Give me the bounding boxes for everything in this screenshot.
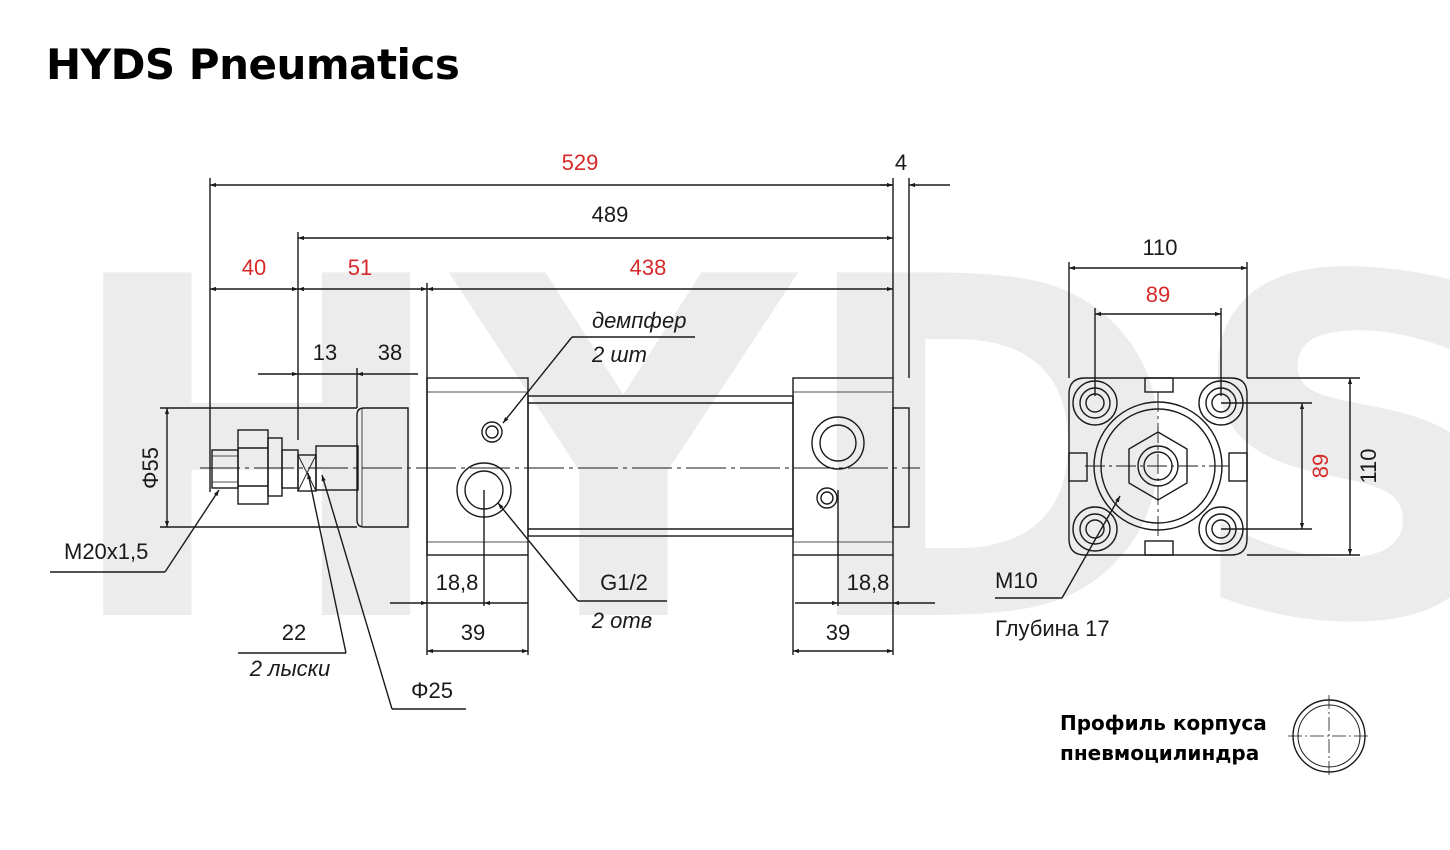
dim-port-offset-right: 18,8 xyxy=(847,570,890,595)
dim-cap-width-right: 39 xyxy=(826,620,850,645)
dim-rod-to-body: 51 xyxy=(348,255,372,280)
callout-bolt-thread: M10 xyxy=(995,568,1038,593)
callout-port-thread: G1/2 xyxy=(600,570,648,595)
dim-outer-diameter: Φ55 xyxy=(138,447,163,489)
legend-line-2: пневмоцилиндра xyxy=(1060,741,1259,765)
dim-cap-width-left: 39 xyxy=(461,620,485,645)
callout-bolt-depth: Глубина 17 xyxy=(995,616,1110,641)
callout-thread: M20x1,5 xyxy=(64,539,148,564)
callout-flats-size: 22 xyxy=(282,620,306,645)
callout-port-qty: 2 отв xyxy=(591,608,652,633)
callout-labels: демпфер 2 шт M20x1,5 22 2 лыски Φ25 G1/2… xyxy=(64,308,1110,703)
dim-body-length: 438 xyxy=(630,255,667,280)
dim-port-offset-left: 18,8 xyxy=(436,570,479,595)
end-view-profile xyxy=(995,262,1360,599)
callout-rod-diameter: Φ25 xyxy=(411,678,453,703)
dimension-labels: 529 4 489 40 51 438 13 38 Φ55 18,8 39 18… xyxy=(138,150,1381,645)
dim-rod-thread-length: 40 xyxy=(242,255,266,280)
dim-profile-height: 110 xyxy=(1356,448,1381,483)
side-view xyxy=(50,178,950,710)
callout-damper-label: демпфер xyxy=(592,308,686,333)
dim-wrench-flat: 13 xyxy=(313,340,337,365)
dim-overall-length: 529 xyxy=(562,150,599,175)
dim-profile-bolt-spacing-h: 89 xyxy=(1146,282,1170,307)
dim-flange-gap: 4 xyxy=(895,150,907,175)
dim-profile-width: 110 xyxy=(1142,235,1177,260)
dim-profile-bolt-spacing-v: 89 xyxy=(1308,454,1333,478)
callout-flats-qty: 2 лыски xyxy=(249,656,331,681)
dim-bushing-length: 38 xyxy=(378,340,402,365)
watermark-text: HYDS xyxy=(60,179,1450,726)
dim-length-489: 489 xyxy=(592,202,629,227)
callout-damper-qty: 2 шт xyxy=(591,342,647,367)
profile-legend: Профиль корпуса пневмоцилиндра xyxy=(1060,695,1370,777)
page-title: HYDS Pneumatics xyxy=(46,40,460,89)
profile-circle-icon xyxy=(1288,695,1370,777)
legend-line-1: Профиль корпуса xyxy=(1060,711,1267,735)
